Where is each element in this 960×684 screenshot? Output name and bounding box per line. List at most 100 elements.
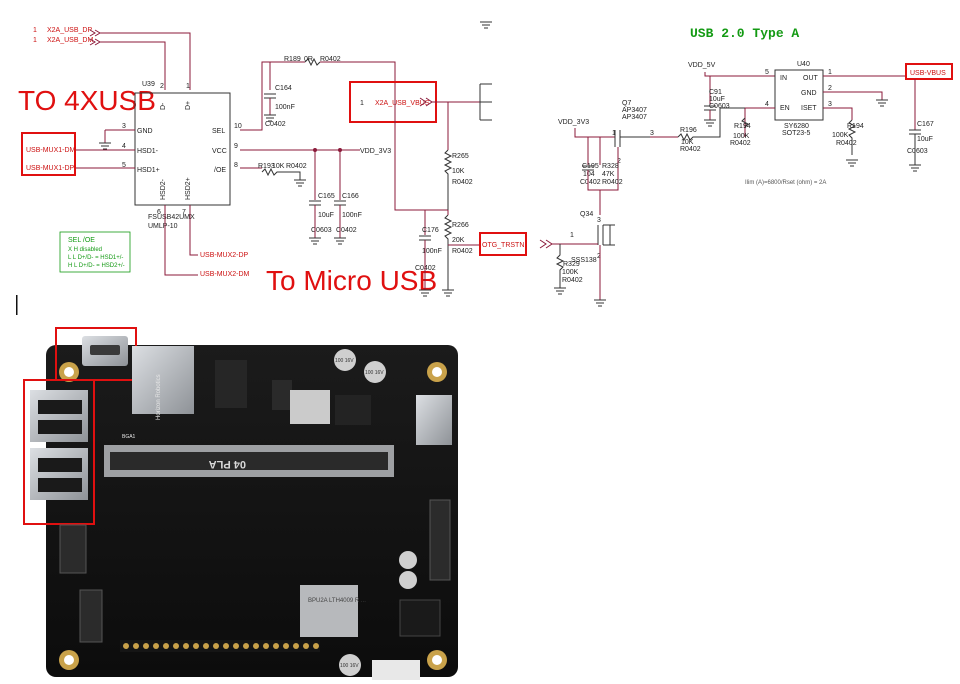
net-otg-trstn: OTG_TRSTN	[482, 242, 524, 249]
annotation-box-otg	[479, 232, 527, 256]
pcb-body	[46, 345, 458, 677]
svg-text:5: 5	[765, 69, 769, 76]
header-pin	[273, 643, 279, 649]
svg-text:10K: 10K	[452, 168, 465, 175]
svg-text:R0402: R0402	[680, 146, 701, 153]
svg-text:R196: R196	[680, 127, 697, 134]
svg-text:C167: C167	[917, 121, 934, 128]
net-usb-mux1-dm: USB-MUX1-DM	[26, 147, 76, 154]
svg-text:104: 104	[583, 171, 595, 178]
svg-text:10K: 10K	[272, 163, 285, 170]
header-pin	[283, 643, 289, 649]
svg-text:R0402: R0402	[730, 140, 751, 147]
svg-text:100 16V: 100 16V	[365, 370, 384, 376]
svg-text:C91: C91	[709, 89, 722, 96]
header-pin	[213, 643, 219, 649]
svg-text:SEL /OE: SEL /OE	[68, 237, 95, 244]
svg-text:100nF: 100nF	[342, 212, 362, 219]
svg-text:C0402: C0402	[265, 121, 286, 128]
dip-switch	[290, 390, 330, 424]
svg-text:100 16V: 100 16V	[335, 358, 354, 364]
svg-text:ISET: ISET	[801, 105, 817, 112]
svg-text:R0402: R0402	[836, 140, 857, 147]
usb-a-port-1	[30, 390, 88, 442]
svg-text:1: 1	[828, 69, 832, 76]
svg-text:C176: C176	[422, 227, 439, 234]
svg-text:9: 9	[234, 143, 238, 150]
net-usb-mux2-dm: USB-MUX2-DM	[200, 271, 250, 278]
annotation-to-micro-usb: To Micro USB	[266, 265, 437, 296]
svg-text:2: 2	[617, 158, 621, 165]
header-pin	[193, 643, 199, 649]
text-cursor	[16, 295, 18, 315]
annotation-box-mux1	[21, 132, 76, 176]
svg-text:C0603: C0603	[709, 103, 730, 110]
svg-text:X H disabled: X H disabled	[68, 247, 102, 253]
chip-ti	[215, 360, 247, 408]
svg-text:AP3407: AP3407	[622, 114, 647, 121]
svg-text:AP3407: AP3407	[622, 107, 647, 114]
svg-text:SOT23-5: SOT23-5	[782, 130, 811, 137]
svg-text:3: 3	[828, 101, 832, 108]
svg-text:Q34: Q34	[580, 211, 593, 218]
title-usb-type-a: USB 2.0 Type A	[690, 26, 799, 41]
svg-text:7: 7	[182, 209, 186, 216]
mounting-holes	[59, 362, 447, 670]
header-pin	[153, 643, 159, 649]
svg-text:Q7: Q7	[622, 100, 631, 107]
svg-text:R189: R189	[284, 56, 301, 63]
svg-text:R194: R194	[734, 123, 751, 130]
svg-text:R0402: R0402	[452, 179, 473, 186]
svg-text:20K: 20K	[452, 237, 465, 244]
header-pin	[253, 643, 259, 649]
svg-text:SSS138: SSS138	[571, 257, 597, 264]
svg-text:10uF: 10uF	[917, 136, 933, 143]
svg-text:C0603: C0603	[311, 227, 332, 234]
net-vdd-5v: VDD_5V	[688, 62, 716, 69]
svg-text:C0402: C0402	[336, 227, 357, 234]
annotation-box-usb-vbus	[905, 63, 953, 80]
header-pin	[183, 643, 189, 649]
header-pin	[303, 643, 309, 649]
wire-dm	[100, 41, 166, 90]
svg-text:100K: 100K	[832, 132, 849, 139]
svg-text:D-: D-	[160, 102, 167, 110]
hdmi-connector	[416, 395, 452, 445]
u39-body	[134, 92, 231, 206]
svg-text:2: 2	[597, 253, 601, 260]
svg-text:IN: IN	[780, 75, 787, 82]
svg-text:1: 1	[570, 232, 574, 239]
svg-text:D+: D+	[185, 101, 192, 110]
svg-text:100 16V: 100 16V	[340, 663, 359, 669]
svg-text:100nF: 100nF	[275, 104, 295, 111]
svg-text:5: 5	[122, 162, 126, 169]
u39-package: UMLP-10	[148, 223, 178, 230]
svg-text:R194: R194	[847, 123, 864, 130]
svg-text:1: 1	[360, 100, 364, 107]
silk-brand: Horizon Robotics	[156, 374, 162, 420]
svg-text:HSD2-: HSD2-	[160, 178, 167, 200]
svg-text:L L D+/D- = HSD1+/-: L L D+/D- = HSD1+/-	[68, 255, 123, 261]
header-pin	[123, 643, 129, 649]
svg-text:R0402: R0402	[286, 163, 307, 170]
svg-text:3: 3	[122, 123, 126, 130]
svg-text:HSD1-: HSD1-	[137, 148, 159, 155]
bottom-connector	[372, 660, 420, 680]
header-pin	[223, 643, 229, 649]
net-x2a-usb-dp: X2A_USB_DP	[47, 27, 92, 34]
silk-bga1: BGA1	[122, 434, 136, 440]
svg-text:10: 10	[234, 123, 242, 130]
svg-text:1: 1	[186, 83, 190, 90]
svg-text:2: 2	[828, 85, 832, 92]
svg-text:3: 3	[650, 130, 654, 137]
net-vdd-3v3-right: VDD_3V3	[558, 119, 589, 126]
header-pin	[173, 643, 179, 649]
svg-text:OUT: OUT	[803, 75, 819, 82]
capacitor-3	[339, 654, 361, 676]
svg-text:R0402: R0402	[602, 179, 623, 186]
wifi-module-label: BPU2A LTH4009 R ...	[308, 598, 366, 604]
annotation-box-usb-a	[23, 379, 95, 525]
svg-text:2: 2	[160, 83, 164, 90]
